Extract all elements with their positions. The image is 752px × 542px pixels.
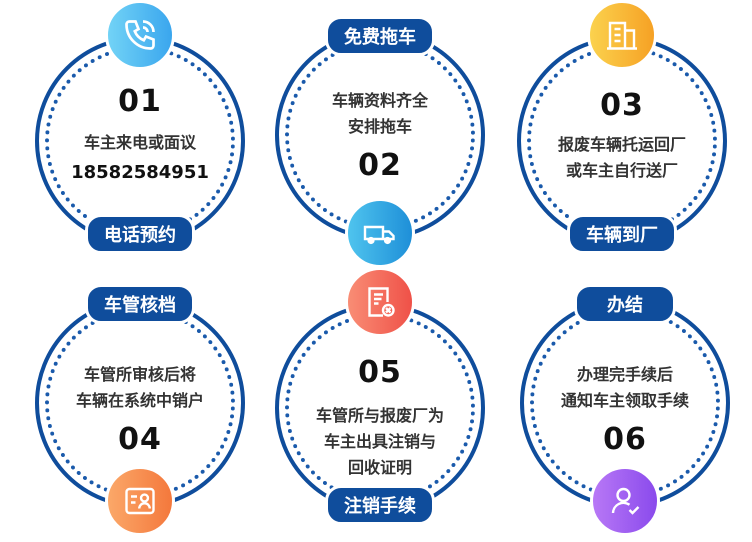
step-number: 03 (600, 88, 644, 123)
step-2: 免费拖车 车辆资料齐全 安排拖车 02 (275, 16, 485, 268)
step-6: 办结 办理完手续后 通知车主领取手续 06 (520, 284, 730, 536)
step-number: 04 (118, 422, 162, 457)
phone-number: 18582584951 (71, 162, 209, 183)
step-text-line: 车辆在系统中销户 (75, 391, 204, 410)
step-text-line: 安排拖车 (347, 117, 412, 136)
step-number: 02 (358, 148, 402, 183)
profile-card-icon (105, 466, 175, 536)
user-check-icon (590, 466, 660, 536)
document-cancel-icon (345, 267, 415, 337)
step-label: 办结 (574, 284, 676, 324)
phone-icon (105, 0, 175, 70)
step-text-line: 办理完手续后 (576, 365, 673, 384)
step-text-line: 车主出具注销与 (323, 432, 436, 451)
step-label: 注销手续 (325, 485, 435, 525)
building-icon (587, 0, 657, 70)
step-number: 05 (358, 355, 402, 390)
step-text-line: 车管所审核后将 (83, 365, 196, 384)
step-5: 05 车管所与报废厂为 车主出具注销与 回收证明 注销手续 (275, 267, 485, 525)
step-4: 车管核档 车管所审核后将 车辆在系统中销户 04 (35, 284, 245, 536)
step-text-line: 回收证明 (347, 458, 412, 477)
step-number: 06 (603, 422, 647, 457)
step-label: 免费拖车 (325, 16, 435, 56)
step-number: 01 (118, 84, 162, 119)
step-text-line: 通知车主领取手续 (560, 391, 689, 410)
step-3: 03 报废车辆托运回厂 或车主自行送厂 车辆到厂 (517, 0, 727, 254)
step-1: 01 车主来电或面议 18582584951 电话预约 (35, 0, 245, 254)
step-text-line: 车辆资料齐全 (331, 91, 428, 110)
step-label: 车管核档 (85, 284, 195, 324)
step-text-line: 车管所与报废厂为 (315, 406, 444, 425)
step-text-line: 车主来电或面议 (83, 133, 196, 152)
step-label: 电话预约 (85, 214, 195, 254)
step-text-line: 或车主自行送厂 (565, 161, 678, 180)
truck-icon (345, 198, 415, 268)
step-label: 车辆到厂 (567, 214, 677, 254)
step-text-line: 报废车辆托运回厂 (557, 135, 686, 154)
